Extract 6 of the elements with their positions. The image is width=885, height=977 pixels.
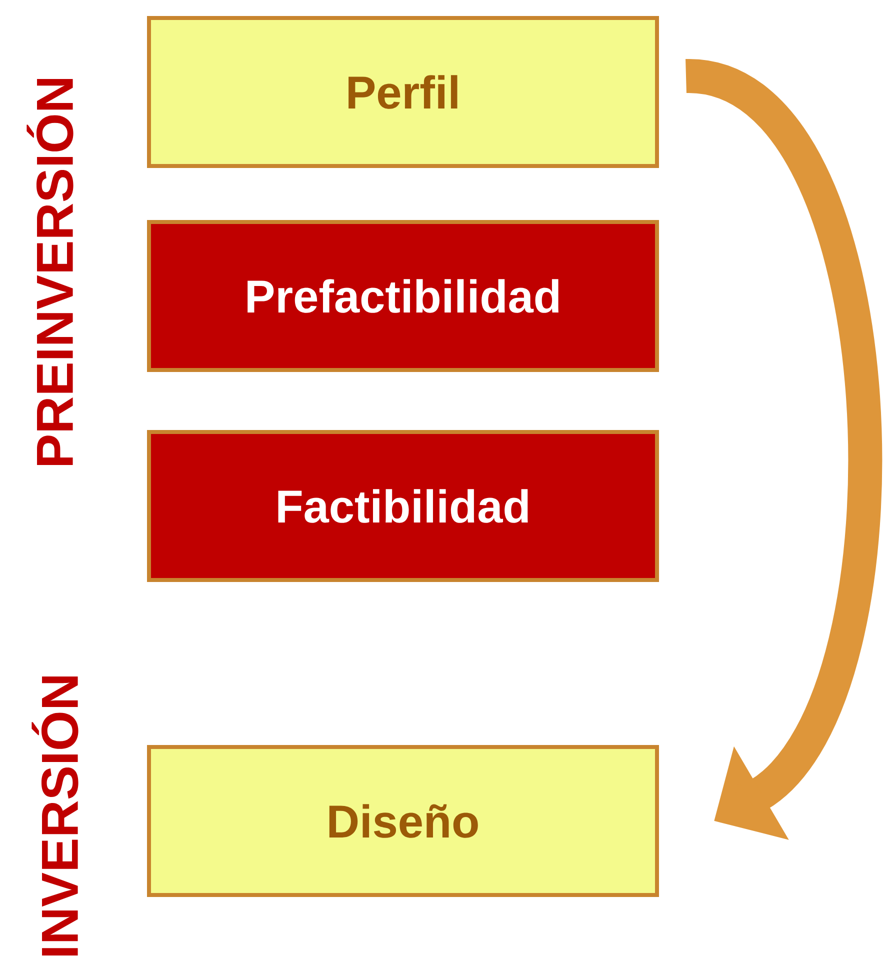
- stage-box: Factibilidad: [147, 430, 659, 582]
- phase-label: INVERSIÓN: [32, 676, 78, 956]
- stage-box: Prefactibilidad: [147, 220, 659, 372]
- stage-box: Perfil: [147, 16, 659, 168]
- phase-label: PREINVERSIÓN: [26, 79, 74, 465]
- stage-box: Diseño: [147, 745, 659, 897]
